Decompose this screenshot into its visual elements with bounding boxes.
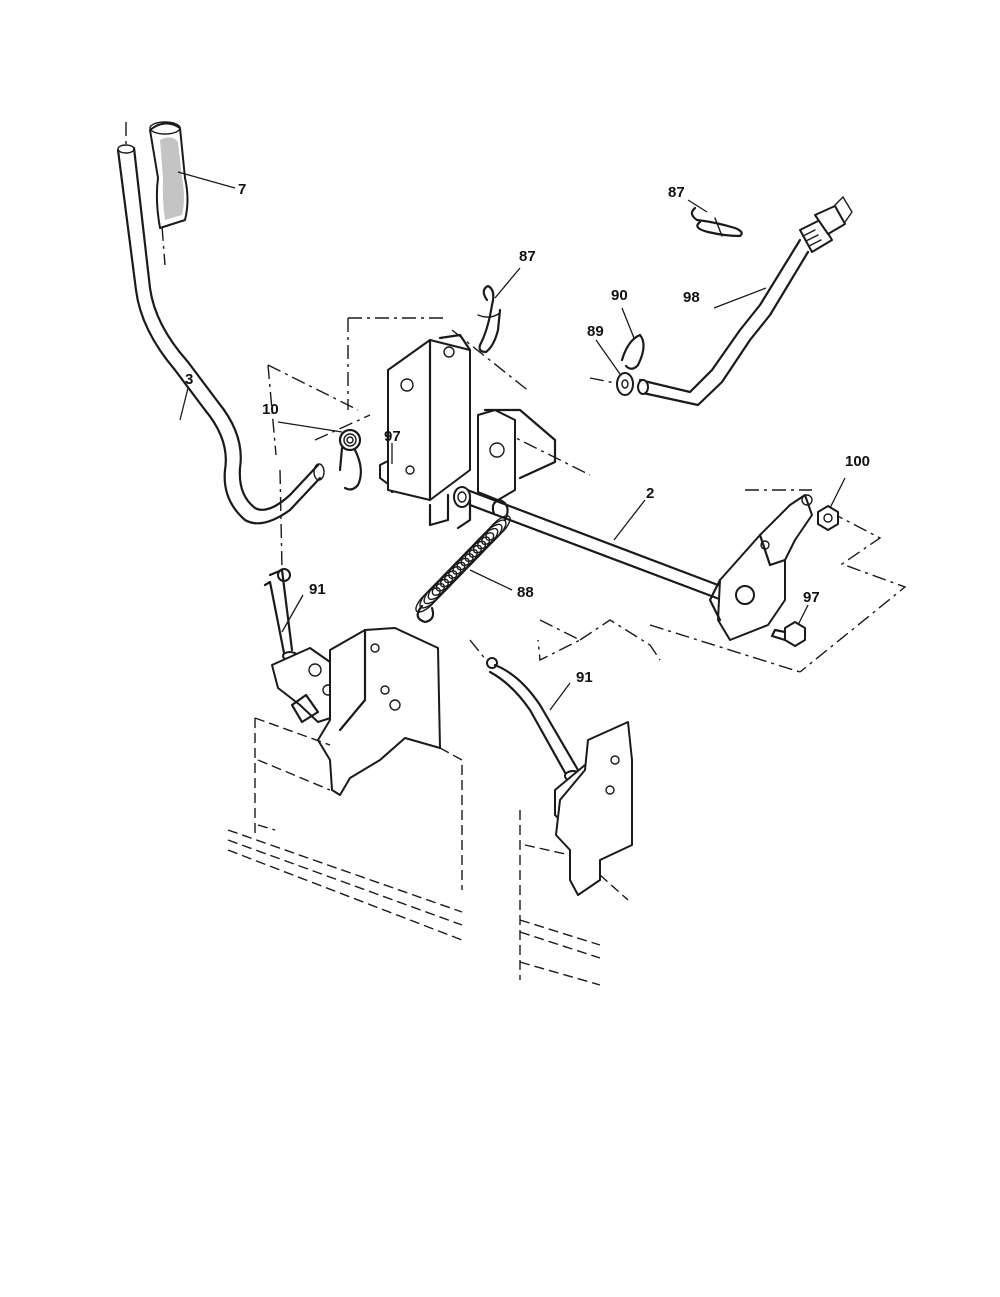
spring-coil xyxy=(468,532,495,558)
callout-87-left: 87 xyxy=(519,248,536,265)
lock-nut xyxy=(817,505,839,531)
callout-97-lower: 97 xyxy=(803,589,820,606)
handle-grip xyxy=(149,121,189,229)
retaining-clip xyxy=(620,333,645,370)
phantom-lines xyxy=(125,122,907,673)
spring-coil xyxy=(427,574,454,601)
spring-coil xyxy=(431,570,458,596)
spring-coil xyxy=(472,527,499,554)
flat-washer xyxy=(616,372,634,396)
left-deck-hanger xyxy=(317,627,441,796)
hairpin-clip-right xyxy=(690,206,743,238)
spring-hook-bottom xyxy=(416,604,435,624)
extension-spring xyxy=(415,498,511,624)
callout-89: 89 xyxy=(587,323,604,340)
spring-coil xyxy=(464,536,491,562)
callouts: 7 87 87 90 98 89 3 10 97 100 2 91 88 97 … xyxy=(185,181,870,686)
spring-coil xyxy=(477,523,503,550)
callout-88: 88 xyxy=(517,584,534,601)
callout-7: 7 xyxy=(238,181,246,198)
spring-hook-top xyxy=(491,498,509,522)
right-lift-arm xyxy=(708,494,813,641)
spring-coil xyxy=(481,519,507,545)
callout-98: 98 xyxy=(683,289,700,306)
torsion-spring xyxy=(338,428,362,491)
lift-handle-rod xyxy=(116,144,325,525)
spring-coil xyxy=(439,561,466,588)
callout-91-left: 91 xyxy=(309,581,326,598)
shoulder-bolt-lower xyxy=(770,621,806,647)
callout-90: 90 xyxy=(611,287,628,304)
callout-10: 10 xyxy=(262,401,279,418)
spring-coil xyxy=(448,553,474,579)
spring-coil xyxy=(460,540,487,567)
spring-coil xyxy=(485,515,511,541)
mounting-bracket xyxy=(387,333,557,530)
mower-deck-outline xyxy=(227,717,629,986)
spring-coil xyxy=(435,566,462,592)
callout-87-right: 87 xyxy=(668,184,685,201)
right-deck-hanger xyxy=(555,721,633,896)
spring-coil xyxy=(444,557,470,584)
callout-97-upper: 97 xyxy=(384,428,401,445)
hairpin-clip-left xyxy=(477,284,502,354)
callout-3: 3 xyxy=(185,371,193,388)
callout-100: 100 xyxy=(845,453,870,470)
callout-2: 2 xyxy=(646,485,654,502)
callout-91-right: 91 xyxy=(576,669,593,686)
adjustment-rod xyxy=(637,196,853,407)
spring-coil xyxy=(423,578,449,605)
spring-coil xyxy=(415,587,441,613)
spring-coil xyxy=(456,544,482,571)
leader-lines xyxy=(177,171,846,711)
